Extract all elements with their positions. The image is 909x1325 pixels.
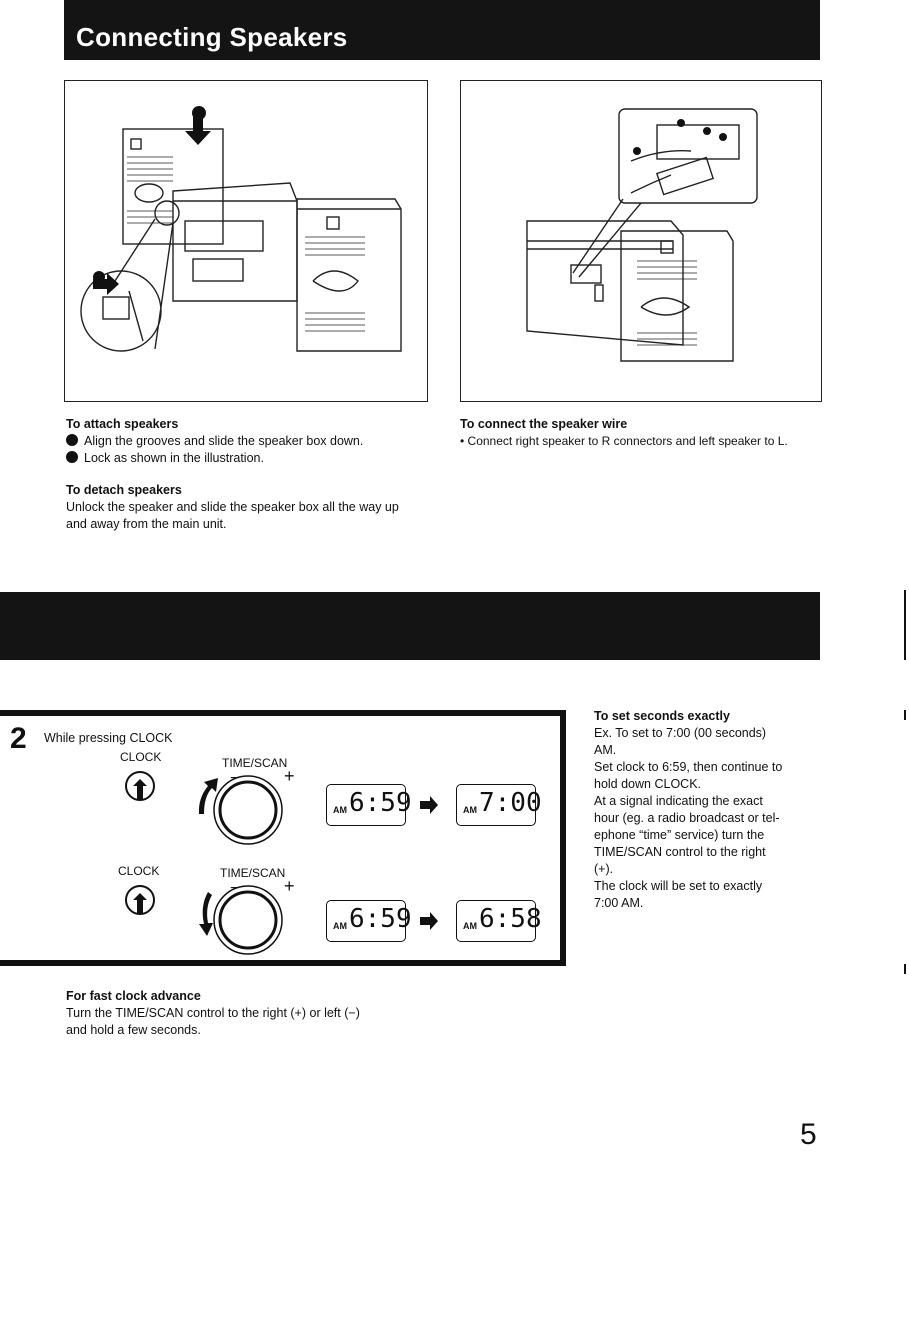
seconds-line: hold down CLOCK.	[594, 777, 702, 791]
time-scan-knob-icon	[199, 885, 283, 955]
knob-label-2: TIME/SCAN	[220, 866, 286, 880]
attach-step-2-text: Lock as shown in the illustration.	[84, 451, 264, 465]
clock-panel	[0, 710, 566, 966]
lcd-display-2b: AM 6:58	[456, 900, 542, 942]
attach-heading: To attach speakers	[66, 417, 179, 431]
am-label-1b: AM	[463, 805, 477, 815]
figure-attach-speakers	[64, 80, 428, 402]
edge-mark-1	[904, 590, 906, 660]
am-label-2b: AM	[463, 921, 477, 931]
detach-heading: To detach speakers	[66, 483, 182, 497]
lcd-display-2a: AM 6:59	[326, 900, 412, 942]
edge-mark-3	[904, 964, 906, 974]
step-2-icon	[66, 451, 78, 463]
connect-section: To connect the speaker wire • Connect ri…	[460, 416, 840, 450]
seconds-section: To set seconds exactly Ex. To set to 7:0…	[594, 708, 824, 912]
time-1b: 7:00	[479, 788, 542, 818]
arrow-right-icon	[420, 912, 438, 930]
seconds-line: Set clock to 6:59, then continue to	[594, 760, 783, 774]
detach-section: To detach speakers Unlock the speaker an…	[66, 482, 436, 533]
attach-step-1: Align the grooves and slide the speaker …	[66, 433, 426, 450]
page-title: Connecting Speakers	[76, 22, 348, 52]
attach-step-1-text: Align the grooves and slide the speaker …	[84, 434, 364, 448]
attach-section: To attach speakers Align the grooves and…	[66, 416, 426, 467]
page-number: 5	[800, 1118, 817, 1151]
seconds-line: (+).	[594, 862, 614, 876]
time-1a: 6:59	[349, 788, 412, 818]
arrow-right-icon	[420, 796, 438, 814]
connect-bullet: • Connect right speaker to R connectors …	[460, 434, 788, 448]
am-label-1a: AM	[333, 805, 347, 815]
seconds-line: hour (eg. a radio broadcast or tel-	[594, 811, 780, 825]
step-number: 2	[10, 722, 27, 755]
attach-illustration	[80, 106, 402, 352]
fast-advance-line-2: and hold a few seconds.	[66, 1023, 201, 1037]
detach-text-line-1: Unlock the speaker and slide the speaker…	[66, 500, 399, 514]
seconds-line: 7:00 AM.	[594, 896, 644, 910]
attach-step-2: Lock as shown in the illustration.	[66, 450, 426, 467]
clock-button-icon	[125, 771, 155, 801]
clock-button-icon	[125, 885, 155, 915]
plus-label-2: +	[284, 876, 295, 896]
time-2a: 6:59	[349, 904, 412, 934]
seconds-line: At a signal indicating the exact	[594, 794, 763, 808]
section-banner: Connecting Speakers	[64, 0, 820, 60]
seconds-line: TIME/SCAN control to the right	[594, 845, 766, 859]
section-banner-2	[0, 592, 820, 660]
step-1-icon	[66, 434, 78, 446]
figure-connect-wire	[460, 80, 822, 402]
knob-label-1: TIME/SCAN	[222, 756, 288, 770]
connect-heading: To connect the speaker wire	[460, 417, 628, 431]
seconds-line: AM.	[594, 743, 617, 757]
seconds-heading: To set seconds exactly	[594, 709, 730, 723]
seconds-line: Ex. To set to 7:00 (00 seconds)	[594, 726, 767, 740]
time-2b: 6:58	[479, 904, 542, 934]
lcd-display-1a: AM 6:59	[326, 784, 412, 826]
edge-mark-2	[904, 710, 906, 720]
step-text: While pressing CLOCK	[44, 731, 173, 745]
seconds-line: The clock will be set to exactly	[594, 879, 763, 893]
seconds-line: ephone “time” service) turn the	[594, 828, 765, 842]
time-scan-knob-icon	[198, 775, 283, 845]
clock-label-1: CLOCK	[120, 750, 162, 764]
connect-illustration	[526, 108, 758, 362]
fast-advance-heading: For fast clock advance	[66, 989, 201, 1003]
am-label-2a: AM	[333, 921, 347, 931]
fast-advance-section: For fast clock advance Turn the TIME/SCA…	[66, 988, 506, 1039]
lcd-display-1b: AM 7:00	[456, 784, 542, 826]
detach-text-line-2: and away from the main unit.	[66, 517, 227, 531]
clock-label-2: CLOCK	[118, 864, 160, 878]
plus-label-1: +	[284, 766, 295, 786]
fast-advance-line-1: Turn the TIME/SCAN control to the right …	[66, 1006, 360, 1020]
